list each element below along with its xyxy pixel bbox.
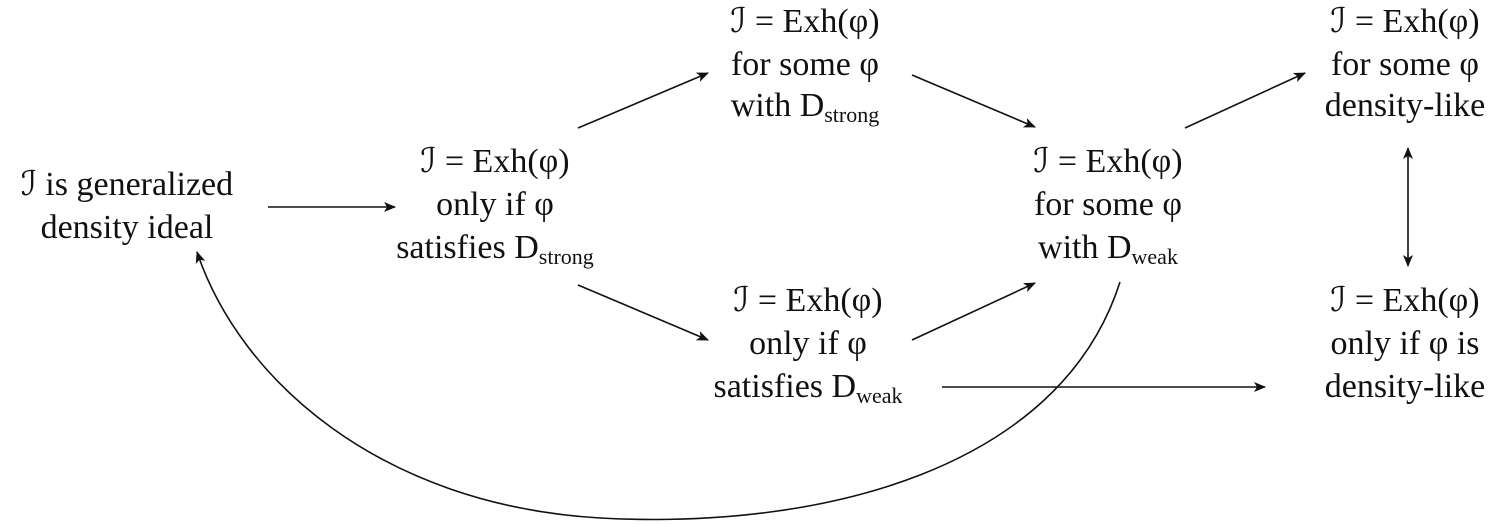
node-line: for some φ [1331, 46, 1479, 83]
node-some-weak: ℐ = Exh(φ) for some φ with Dweak [1033, 143, 1182, 269]
node-line: density-like [1325, 368, 1486, 405]
subscript: weak [1132, 244, 1178, 269]
arrow-only-if-strong-to-only-if-weak [577, 284, 709, 341]
subscript: weak [856, 383, 902, 408]
subscript: strong [824, 102, 879, 127]
node-text: satisfies D [713, 368, 856, 405]
node-line: only if φ [749, 325, 867, 362]
node-line: with Dstrong [731, 87, 880, 127]
node-line: only if φ is [1330, 325, 1479, 362]
node-line: ℐ = Exh(φ) [730, 3, 879, 40]
node-text: with D [731, 87, 825, 124]
arrow-some-weak-to-generalized-curved [195, 251, 1121, 521]
node-line: satisfies Dstrong [396, 229, 594, 269]
node-generalized-density: ℐ is generalized density ideal [21, 166, 233, 246]
node-text: with D [1038, 229, 1132, 266]
arrow-only-if-weak-to-some-weak [911, 282, 1036, 341]
node-line: density-like [1325, 87, 1486, 124]
node-line: ℐ = Exh(φ) [1033, 143, 1182, 180]
node-only-if-density-like: ℐ = Exh(φ) only if φ is density-like [1325, 282, 1486, 405]
node-line: satisfies Dweak [713, 368, 902, 408]
node-line: with Dweak [1038, 229, 1178, 269]
node-line: ℐ = Exh(φ) [420, 143, 569, 180]
arrow-some-strong-to-some-weak [911, 74, 1036, 128]
node-line: ℐ = Exh(φ) [1330, 282, 1479, 319]
node-line: ℐ is generalized [21, 166, 233, 203]
node-some-density-like: ℐ = Exh(φ) for some φ density-like [1325, 3, 1486, 124]
node-line: for some φ [731, 46, 879, 83]
node-line: only if φ [436, 186, 554, 223]
subscript: strong [539, 244, 594, 269]
arrow-some-weak-to-some-density-like [1184, 72, 1306, 129]
node-only-if-weak: ℐ = Exh(φ) only if φ satisfies Dweak [713, 282, 902, 408]
arrow-only-if-strong-to-some-strong [577, 72, 709, 129]
node-line: density ideal [41, 209, 214, 246]
node-line: ℐ = Exh(φ) [1330, 3, 1479, 40]
node-line: ℐ = Exh(φ) [733, 282, 882, 319]
node-some-strong: ℐ = Exh(φ) for some φ with Dstrong [730, 3, 879, 127]
node-text: satisfies D [396, 229, 539, 266]
node-only-if-strong: ℐ = Exh(φ) only if φ satisfies Dstrong [396, 143, 594, 269]
node-line: for some φ [1034, 186, 1182, 223]
